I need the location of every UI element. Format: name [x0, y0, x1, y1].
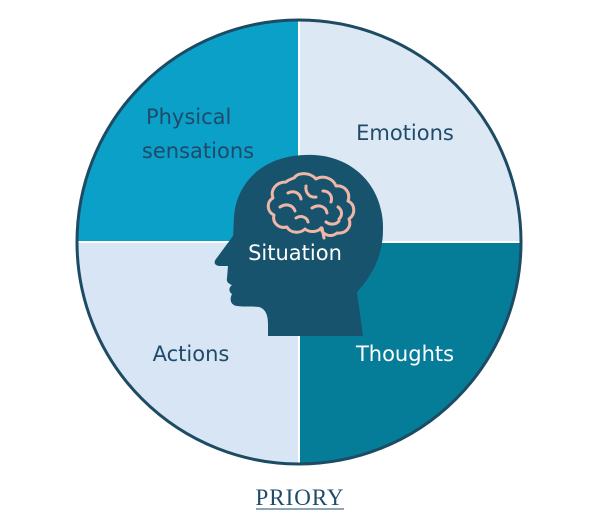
label-physical-line-2: sensations	[142, 139, 254, 163]
label-physical-line-1: Physical	[146, 105, 231, 129]
label-situation: Situation	[248, 241, 342, 265]
human-head-icon	[214, 154, 384, 336]
label-physical-sensations: Physical sensations	[142, 105, 254, 163]
priory-logo-text: PRIORY	[255, 485, 344, 510]
brain-icon	[266, 172, 356, 240]
label-actions: Actions	[153, 342, 230, 366]
priory-logo: PRIORY	[255, 485, 344, 510]
label-thoughts: Thoughts	[355, 342, 454, 366]
label-emotions: Emotions	[356, 121, 454, 145]
diagram-outline	[75, 18, 523, 466]
